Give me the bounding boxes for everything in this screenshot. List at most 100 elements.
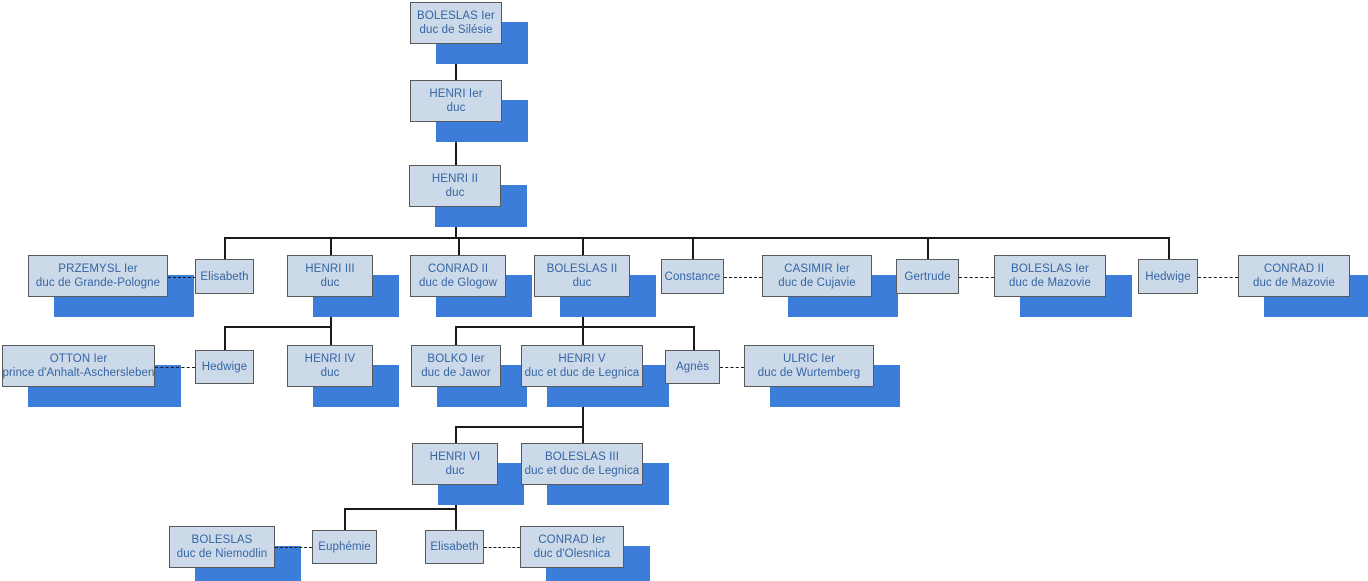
drop-henri5 <box>582 326 584 345</box>
node-subtitle: duc <box>445 465 465 477</box>
node-title: Hedwige <box>1145 270 1191 283</box>
node-hedwige2[interactable]: Hedwige <box>195 350 254 384</box>
node-title: HENRI VI <box>429 451 481 463</box>
drop-bolko1 <box>455 326 457 345</box>
node-gertrude[interactable]: Gertrude <box>896 259 959 294</box>
drop-elisabeth1 <box>224 237 226 259</box>
node-title: BOLKO Ier <box>427 353 485 365</box>
node-subtitle: duc <box>446 102 466 114</box>
node-subtitle: duc et duc de Legnica <box>524 465 640 477</box>
node-conrad2glogow[interactable]: CONRAD II duc de Glogow <box>410 255 506 297</box>
marriage-link-elisabeth2-conrad1olesnica <box>484 547 520 548</box>
node-henri4[interactable]: HENRI IV duc <box>287 345 373 387</box>
node-agnes[interactable]: Agnès <box>665 350 720 384</box>
node-henri6[interactable]: HENRI VI duc <box>412 443 498 485</box>
node-henri1[interactable]: HENRI Ier duc <box>410 80 502 122</box>
node-title: BOLESLAS III <box>544 451 620 463</box>
node-subtitle: duc <box>445 187 465 199</box>
node-boleslas1[interactable]: BOLESLAS Ier duc de Silésie <box>410 2 502 44</box>
node-title: HENRI II <box>431 173 479 185</box>
marriage-link-hedwige1-conrad2mazo <box>1198 277 1238 278</box>
node-title: Hedwige <box>201 361 248 373</box>
drop-henri3 <box>330 237 332 255</box>
node-subtitle: duc de Jawor <box>421 367 491 379</box>
node-subtitle: duc <box>320 367 340 379</box>
node-title: BOLESLAS II <box>546 263 618 275</box>
drop-euphemie <box>344 508 346 530</box>
drop-constance <box>692 237 694 259</box>
node-boleslas3[interactable]: BOLESLAS III duc et duc de Legnica <box>521 443 643 485</box>
node-title: Euphémie <box>318 541 371 553</box>
sibling-bar-generation-2 <box>224 237 1168 239</box>
node-subtitle: duc de Niemodlin <box>176 548 268 560</box>
node-title: HENRI V <box>558 353 606 365</box>
node-hedwige1[interactable]: Hedwige <box>1138 259 1198 294</box>
marriage-link-boleslasniemodlin-euphemie <box>275 547 312 548</box>
node-casimir1[interactable]: CASIMIR Ier duc de Cujavie <box>762 255 872 297</box>
drop-agnes <box>693 326 695 350</box>
node-henri3[interactable]: HENRI III duc <box>287 255 373 297</box>
sibling-bar-henri5-children <box>455 426 583 428</box>
node-boleslas1mazo[interactable]: BOLESLAS Ier duc de Mazovie <box>994 255 1106 297</box>
marriage-link-otton1-hedwige2 <box>155 367 195 368</box>
node-bolko1[interactable]: BOLKO Ier duc de Jawor <box>411 345 501 387</box>
node-subtitle: prince d'Anhalt-Aschersleben <box>2 367 155 379</box>
node-title: CONRAD II <box>1263 263 1325 275</box>
node-title: BOLESLAS Ier <box>1011 263 1089 275</box>
node-title: HENRI IV <box>304 353 356 365</box>
sibling-bar-boleslas2-children <box>455 326 694 328</box>
node-subtitle: duc de Silésie <box>419 24 493 36</box>
node-title: Elisabeth <box>430 541 479 553</box>
node-przemysl1[interactable]: PRZEMYSL Ier duc de Grande-Pologne <box>28 255 168 297</box>
node-conrad1olesnica[interactable]: CONRAD Ier duc d'Olesnica <box>520 526 624 568</box>
node-subtitle: duc de Glogow <box>418 277 497 289</box>
drop-elisabeth2 <box>455 508 457 530</box>
node-title: CONRAD Ier <box>538 534 606 546</box>
node-title: Agnès <box>675 361 710 373</box>
drop-henri4 <box>330 326 332 345</box>
marriage-link-przemysl1-elisabeth1 <box>168 277 196 278</box>
node-subtitle: duc de Cujavie <box>778 277 856 289</box>
node-subtitle: duc de Grande-Pologne <box>35 277 161 289</box>
node-title: CASIMIR Ier <box>784 263 850 275</box>
drop-boleslas2 <box>582 237 584 255</box>
node-euphemie[interactable]: Euphémie <box>312 530 377 564</box>
node-elisabeth2[interactable]: Elisabeth <box>425 530 484 564</box>
node-henri5[interactable]: HENRI V duc et duc de Legnica <box>521 345 643 387</box>
marriage-link-gertrude-boleslas1mazo <box>959 277 994 278</box>
sibling-bar-henri3-children <box>224 326 331 328</box>
drop-hedwige2 <box>224 326 226 350</box>
node-title: PRZEMYSL Ier <box>58 263 138 275</box>
node-subtitle: duc de Wurtemberg <box>757 367 861 379</box>
node-boleslas2[interactable]: BOLESLAS II duc <box>534 255 630 297</box>
node-title: HENRI Ier <box>429 88 483 100</box>
node-subtitle: duc <box>320 277 340 289</box>
drop-hedwige1 <box>1168 237 1170 259</box>
node-subtitle: duc <box>572 277 592 289</box>
drop-henri6 <box>455 426 457 443</box>
node-henri2[interactable]: HENRI II duc <box>409 165 501 207</box>
marriage-link-agnes-ulric1 <box>720 367 744 368</box>
node-ulric1[interactable]: ULRIC Ier duc de Wurtemberg <box>744 345 874 387</box>
drop-boleslas3 <box>582 426 584 443</box>
node-title: Elisabeth <box>200 270 249 283</box>
marriage-link-constance-casimir1 <box>724 277 762 278</box>
node-title: HENRI III <box>305 263 355 275</box>
connector-henri1-henri2 <box>455 122 457 165</box>
node-elisabeth1[interactable]: Elisabeth <box>195 259 254 294</box>
node-title: OTTON Ier <box>49 353 108 365</box>
node-subtitle: duc et duc de Legnica <box>524 367 640 379</box>
node-boleslasniemodlin[interactable]: BOLESLAS duc de Niemodlin <box>169 526 275 568</box>
node-constance[interactable]: Constance <box>661 259 724 294</box>
drop-conrad2glogow <box>458 237 460 255</box>
node-otton1[interactable]: OTTON Ier prince d'Anhalt-Aschersleben <box>2 345 155 387</box>
node-title: CONRAD II <box>427 263 489 275</box>
node-subtitle: duc de Mazovie <box>1009 277 1091 289</box>
node-title: Constance <box>664 270 721 283</box>
node-title: BOLESLAS Ier <box>417 10 495 22</box>
node-title: BOLESLAS <box>191 534 253 546</box>
sibling-bar-henri6-children <box>344 508 456 510</box>
node-title: ULRIC Ier <box>782 353 836 365</box>
node-subtitle: duc d'Olesnica <box>533 548 611 560</box>
